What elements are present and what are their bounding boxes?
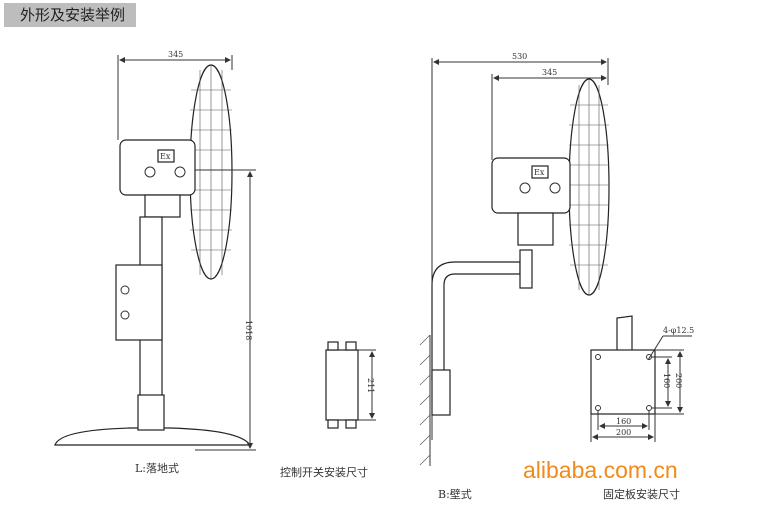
wall-fan-drawing: 530 345 Ex B:壁式 [419,52,610,501]
plate-caption: 固定板安装尺寸 [603,487,680,501]
floor-height-dim: 1018 [244,320,253,340]
plate-inner-v: 160 [662,373,671,388]
section-title: 外形及安装举例 [4,3,136,27]
wall-ex-badge: Ex [534,168,545,177]
plate-outer-v: 200 [674,373,683,388]
floor-fan-drawing: 345 Ex 1018 L:落地式 [54,50,256,475]
mounting-plate-drawing: 4-φ12.5 160 200 160 200 固定板安装尺寸 [590,315,694,501]
wall-fan-caption: B:壁式 [438,487,472,501]
plate-inner-h: 160 [616,417,631,426]
wall-total-dim: 530 [512,52,527,61]
floor-fan-caption: L:落地式 [135,462,179,475]
switch-dim: 211 [366,378,375,393]
control-switch-drawing: 211 控制开关安装尺寸 [280,341,376,479]
control-switch-caption: 控制开关安装尺寸 [280,465,368,479]
floor-width-dim: 345 [168,50,183,59]
plate-outer-h: 200 [616,428,631,437]
hole-note: 4-φ12.5 [663,326,694,335]
watermark: alibaba.com.cn [523,457,678,483]
wall-fan-dim: 345 [542,68,557,77]
ex-badge: Ex [160,152,171,161]
